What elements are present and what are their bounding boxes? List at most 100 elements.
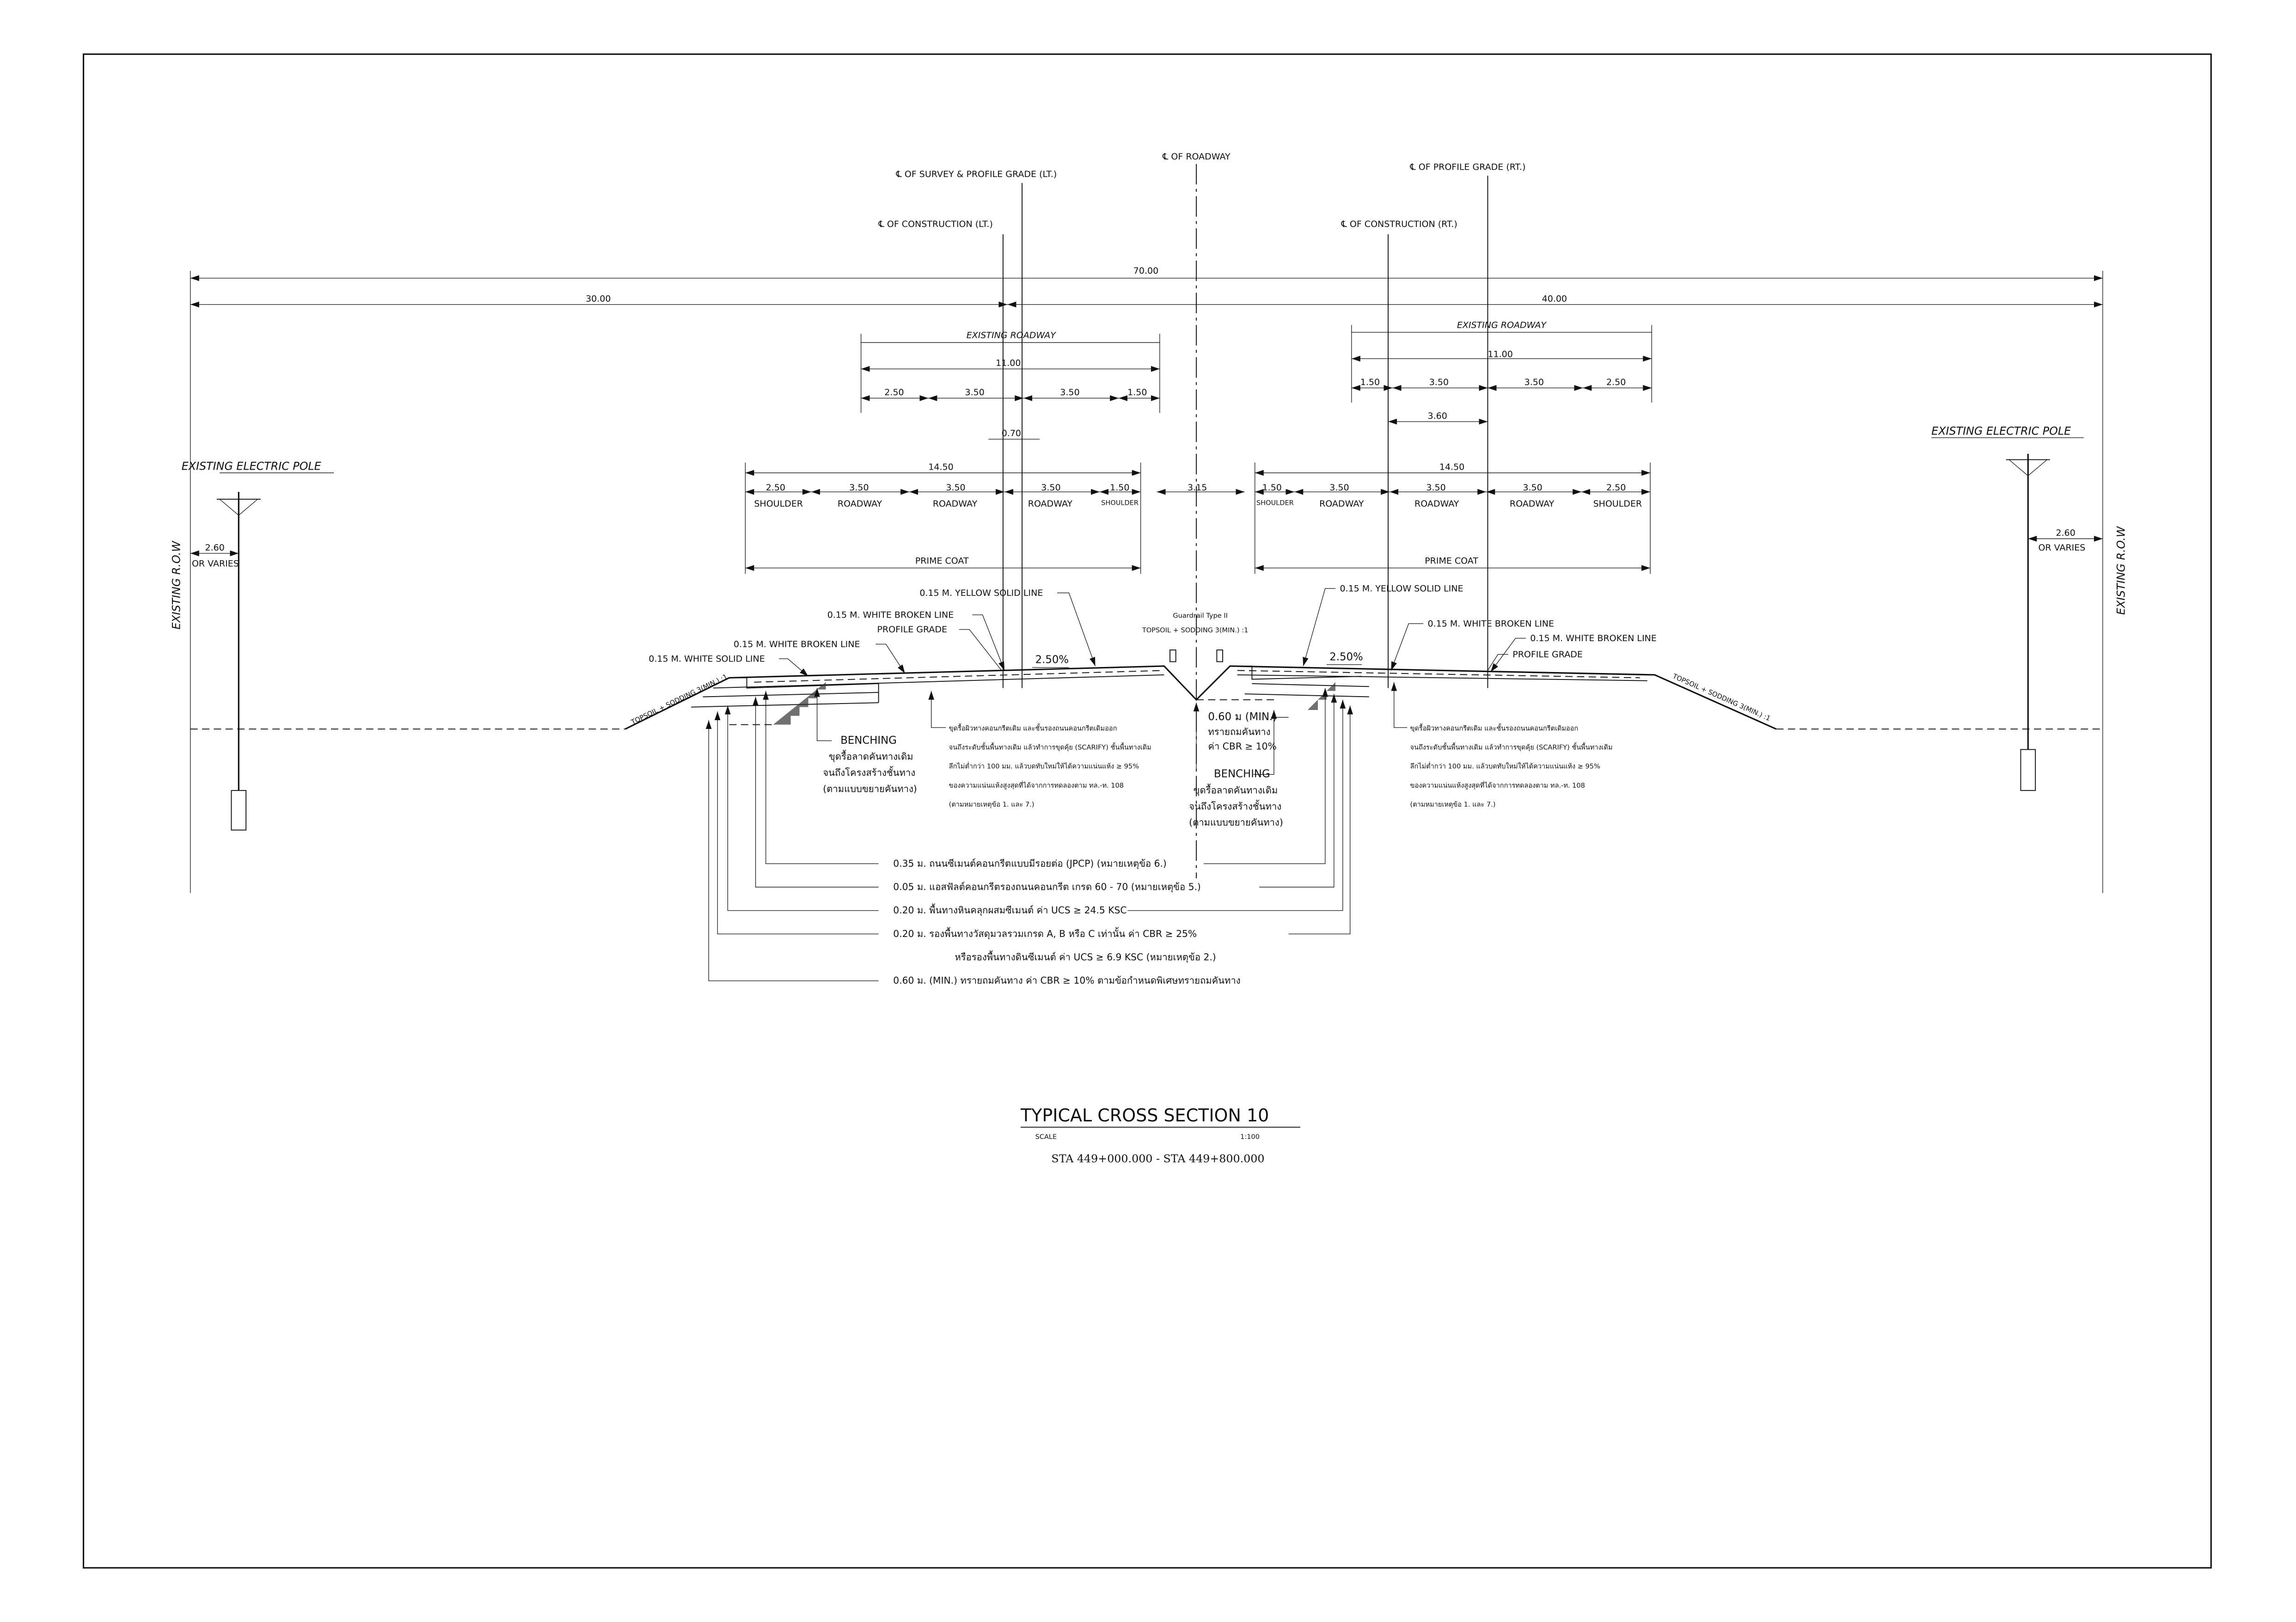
prime-coat-rt: PRIME COAT bbox=[1425, 556, 1478, 566]
slope-lt: 2.50% bbox=[1035, 654, 1069, 666]
layer-leaders bbox=[705, 688, 1353, 981]
scarify-rt-line: ของความแน่นแห้งสูงสุดที่ได้จากการทดลองตา… bbox=[1410, 781, 1585, 790]
existing-roadway-rt-label: EXISTING ROADWAY bbox=[1457, 320, 1547, 330]
prime-coat-lt: PRIME COAT bbox=[915, 556, 969, 566]
benching-lt-label: BENCHING bbox=[840, 734, 897, 747]
dim-30: 30.00 bbox=[586, 294, 611, 304]
cl-profile-rt-label: ℄ OF PROFILE GRADE (RT.) bbox=[1410, 162, 1526, 172]
scarify-note-lt: ขุดรื้อผิวทางคอนกรีตเดิม และชั้นรองถนนคอ… bbox=[928, 691, 1151, 808]
new-lt-part: 3.50 bbox=[1041, 483, 1060, 493]
white-solid-lt: 0.15 M. WHITE SOLID LINE bbox=[649, 654, 765, 664]
existing-roadway-lt-label: EXISTING ROADWAY bbox=[967, 331, 1057, 341]
yellow-line-rt: 0.15 M. YELLOW SOLID LINE bbox=[1340, 583, 1463, 594]
cl-survey-lt-label: ℄ OF SURVEY & PROFILE GRADE (LT.) bbox=[896, 169, 1057, 179]
layer-note: หรือรองพื้นทางดินซีเมนต์ ค่า UCS ≥ 6.9 K… bbox=[955, 950, 1216, 963]
new-rt-label: SHOULDER bbox=[1593, 499, 1642, 509]
existing-rt-part: 3.50 bbox=[1429, 377, 1449, 387]
topsoil-rt: TOPSOIL + SODDING 3(MIN.) :1 bbox=[1671, 672, 1772, 722]
new-lt-total: 14.50 bbox=[928, 462, 953, 472]
cl-construction-lt-label: ℄ OF CONSTRUCTION (LT.) bbox=[878, 219, 993, 229]
scarify-rt-line: (ตามหมายเหตุข้อ 1. และ 7.) bbox=[1410, 801, 1496, 808]
electric-pole-rt: EXISTING ELECTRIC POLE 2.60 OR VARIES EX… bbox=[1931, 425, 2127, 791]
new-lt-part: 3.50 bbox=[849, 483, 869, 493]
scarify-lt-line: ขุดรื้อผิวทางคอนกรีตเดิม และชั้นรองถนนคอ… bbox=[949, 723, 1117, 732]
new-rt-part: 3.50 bbox=[1426, 483, 1445, 493]
pole-lt-dim: 2.60 bbox=[205, 543, 224, 553]
slope-rt: 2.50% bbox=[1329, 651, 1363, 663]
yellow-line-lt: 0.15 M. YELLOW SOLID LINE bbox=[919, 588, 1043, 598]
station-range: STA 449+000.000 - STA 449+800.000 bbox=[1051, 1152, 1264, 1165]
existing-lt-part: 3.50 bbox=[965, 387, 985, 398]
existing-lt-total: 11.00 bbox=[996, 358, 1021, 368]
scarify-rt-line: จนถึงระดับชั้นพื้นทางเดิม แล้วทำการขุดคุ… bbox=[1410, 742, 1613, 751]
new-roadway-rt-dims: 14.50 1.50 3.50 3.50 3.50 2.50 SHOULDER … bbox=[1255, 462, 1651, 574]
new-rt-part: 1.50 bbox=[1262, 483, 1282, 493]
scale-label: SCALE bbox=[1035, 1133, 1057, 1141]
benching-rt-line: ขุดรื้อลาดคันทางเดิม bbox=[1194, 783, 1278, 796]
existing-rt-total: 11.00 bbox=[1488, 349, 1512, 360]
cl-construction-rt-label: ℄ OF CONSTRUCTION (RT.) bbox=[1341, 219, 1457, 229]
scarify-rt-line: ลึกไม่ต่ำกว่า 100 มม. แล้วบดทับใหม่ให้ได… bbox=[1410, 762, 1601, 771]
pole-lt-label: EXISTING ELECTRIC POLE bbox=[182, 460, 321, 473]
profile-grade-rt: PROFILE GRADE bbox=[1512, 649, 1583, 660]
new-lt-label: ROADWAY bbox=[838, 499, 882, 509]
benching-rt-line: (ตามแบบขยายคันทาง) bbox=[1189, 817, 1283, 828]
dim-70: 70.00 bbox=[1133, 266, 1158, 276]
layer-notes: 0.35 ม. ถนนซีเมนต์คอนกรีตแบบมีรอยต่อ (JP… bbox=[893, 858, 1240, 986]
new-rt-part: 3.50 bbox=[1329, 483, 1349, 493]
existing-lt-part: 3.50 bbox=[1060, 387, 1079, 398]
white-broken-lt-2: 0.15 M. WHITE BROKEN LINE bbox=[734, 639, 860, 649]
benching-rt: BENCHING ขุดรื้อลาดคันทางเดิม จนถึงโครงส… bbox=[1189, 710, 1283, 828]
existing-rt-part: 2.50 bbox=[1606, 377, 1626, 387]
scarify-lt-line: (ตามหมายเหตุข้อ 1. และ 7.) bbox=[949, 801, 1035, 808]
section-title: TYPICAL CROSS SECTION 10 bbox=[1020, 1105, 1269, 1126]
new-lt-label: SHOULDER bbox=[754, 499, 803, 509]
new-rt-part: 2.50 bbox=[1606, 483, 1626, 493]
pole-rt-label: EXISTING ELECTRIC POLE bbox=[1931, 425, 2071, 438]
layer-note: 0.20 ม. พื้นทางหินคลุกผสมซีเมนต์ ค่า UCS… bbox=[893, 903, 1127, 916]
topsoil-lt: TOPSOIL + SODDING 3(MIN.) :1 bbox=[630, 673, 729, 726]
new-lt-part: 2.50 bbox=[766, 483, 785, 493]
scarify-lt-line: จนถึงระดับชั้นพื้นทางเดิม แล้วทำการขุดคุ… bbox=[949, 742, 1151, 751]
scale-value: 1:100 bbox=[1240, 1133, 1260, 1141]
pole-lt-or-varies: OR VARIES bbox=[192, 559, 239, 569]
existing-lt-part: 1.50 bbox=[1127, 387, 1147, 398]
drawing-border bbox=[82, 53, 2212, 1569]
benching-lt-line: ขุดรื้อลาดคันทางเดิม bbox=[829, 750, 913, 763]
new-lt-part: 1.50 bbox=[1110, 483, 1129, 493]
median-fill-3: ค่า CBR ≥ 10% bbox=[1208, 741, 1276, 752]
median-width: 3.15 bbox=[1188, 483, 1207, 493]
electric-pole-lt: EXISTING ELECTRIC POLE 2.60 OR VARIES EX… bbox=[170, 460, 334, 831]
road-cross-section: TOPSOIL + SODDING 3(MIN.) :1 TOPSOIL + S… bbox=[190, 649, 2103, 730]
benching-rt-line: จนถึงโครงสร้างชั้นทาง bbox=[1189, 799, 1281, 812]
benching-lt-line: จนถึงโครงสร้างชั้นทาง bbox=[823, 765, 915, 778]
existing-rt-part: 3.50 bbox=[1525, 377, 1544, 387]
benching-rt-label: BENCHING bbox=[1214, 768, 1270, 780]
callouts-rt: 0.15 M. YELLOW SOLID LINE 0.15 M. WHITE … bbox=[1303, 583, 1657, 673]
benching-lt: BENCHING ขุดรื้อลาดคันทางเดิม จนถึงโครงส… bbox=[814, 688, 917, 794]
dim-40: 40.00 bbox=[1542, 294, 1567, 304]
layer-note: 0.35 ม. ถนนซีเมนต์คอนกรีตแบบมีรอยต่อ (JP… bbox=[893, 858, 1167, 869]
layer-note: 0.20 ม. รองพื้นทางวัสดุมวลรวมเกรด A, B ห… bbox=[893, 927, 1197, 940]
median-fill-2: ทรายถมคันทาง bbox=[1208, 726, 1270, 737]
benching-lt-line: (ตามแบบขยายคันทาง) bbox=[823, 783, 917, 794]
callouts-lt: 0.15 M. YELLOW SOLID LINE 0.15 M. WHITE … bbox=[649, 588, 1096, 677]
existing-roadway-lt-dims: EXISTING ROADWAY 11.00 2.50 3.50 3.50 1.… bbox=[860, 331, 1160, 440]
row-rt-label: EXISTING R.O.W bbox=[2114, 526, 2127, 615]
overall-dimensions: 70.00 30.00 40.00 bbox=[190, 266, 2103, 893]
new-rt-label: ROADWAY bbox=[1510, 499, 1555, 509]
profile-grade-lt: PROFILE GRADE bbox=[877, 624, 947, 635]
new-roadway-lt-dims: 14.50 2.50 3.50 3.50 3.50 1.50 SHOULDER … bbox=[745, 462, 1245, 574]
median-topsoil: TOPSOIL + SODDING 3(MIN.) :1 bbox=[1142, 626, 1249, 634]
layer-note: 0.60 ม. (MIN.) ทรายถมคันทาง ค่า CBR ≥ 10… bbox=[893, 975, 1240, 986]
existing-rt-offset: 3.60 bbox=[1428, 411, 1447, 421]
white-broken-lt-1: 0.15 M. WHITE BROKEN LINE bbox=[827, 610, 954, 620]
scarify-lt-line: ลึกไม่ต่ำกว่า 100 มม. แล้วบดทับใหม่ให้ได… bbox=[949, 762, 1139, 771]
existing-lt-offset: 0.70 bbox=[1002, 428, 1021, 439]
pole-rt-or-varies: OR VARIES bbox=[2038, 543, 2085, 553]
scarify-rt-line: ขุดรื้อผิวทางคอนกรีตเดิม และชั้นรองถนนคอ… bbox=[1410, 723, 1579, 732]
new-rt-part: 3.50 bbox=[1523, 483, 1542, 493]
new-lt-label: ROADWAY bbox=[933, 499, 978, 509]
existing-rt-part: 1.50 bbox=[1360, 377, 1380, 387]
new-rt-label: ROADWAY bbox=[1319, 499, 1364, 509]
